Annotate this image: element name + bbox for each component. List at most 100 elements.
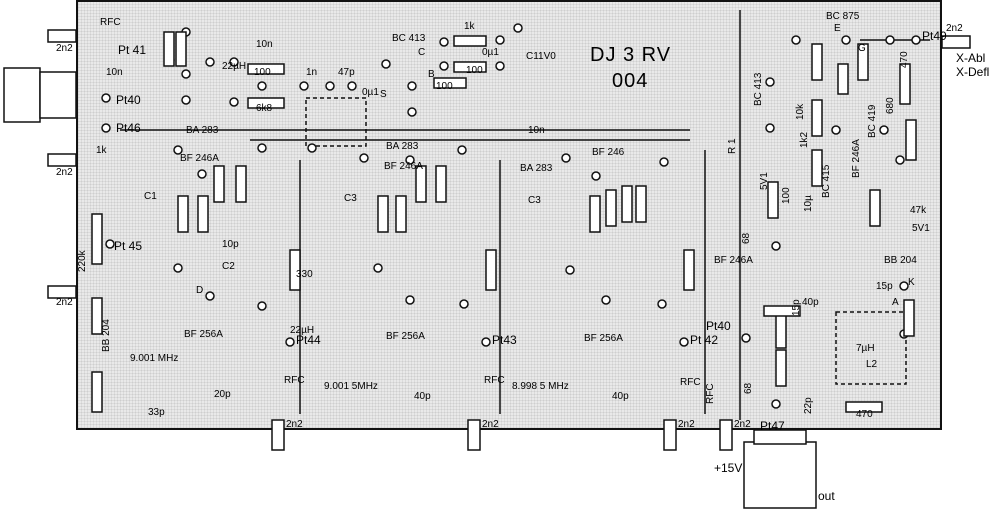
resistor-body [289,249,301,291]
solder-pad [831,125,841,135]
solder-pad [181,69,191,79]
resistor-body [621,185,633,223]
test-point-pt40-right: Pt40 [706,319,731,333]
pcb-board [76,0,942,430]
resistor-body [435,165,447,203]
component-label: BC 413 [753,72,764,106]
component-label: 100 [436,81,453,92]
x-abl-label: X-Abl [956,51,986,65]
test-point-pt45: Pt 45 [114,239,143,253]
component-label: L2 [866,359,878,370]
component-label: RFC [484,375,505,386]
solder-pad [895,155,905,165]
component-label: BC 413 [392,33,426,44]
component-label: BB 204 [884,255,917,266]
component-label: BC 415 [821,164,832,198]
resistor-body [91,213,103,265]
test-point-pt40: Pt40 [116,93,141,107]
component-label: 470 [899,51,910,68]
pin-label: B [428,69,435,80]
component-label: 47p [338,67,355,78]
resistor-body [635,185,647,223]
resistor-body [683,249,695,291]
solder-pad [565,265,575,275]
solder-pad [405,295,415,305]
component-label: 1k2 [799,131,810,148]
crystal-label: 9.001 5MHz [324,381,378,392]
solder-pad [359,153,369,163]
component-label: 0µ1 [482,47,499,58]
component-label: 22p [803,397,814,414]
solder-pad [257,301,267,311]
component-label: 1k [96,145,107,156]
component-label: 10p [222,239,239,250]
solder-pad [495,35,505,45]
solder-pad [285,337,295,347]
resistor-body [415,165,427,203]
component-label: 5V1 [912,223,930,234]
resistor-body [247,97,285,109]
solder-pad [495,61,505,71]
connector-label: 2n2 [286,419,303,430]
solder-pad [229,57,239,67]
component-label: 10n [256,39,273,50]
component-label: 100 [254,67,271,78]
pin-label: A [892,297,899,308]
test-point-pt41: Pt 41 [118,43,147,57]
solder-pad [325,81,335,91]
resistor-body [775,349,787,387]
solder-pad [257,143,267,153]
component-label: C1 [144,191,157,202]
component-label: BF 256A [184,329,223,340]
component-label: C3 [528,195,541,206]
component-label: BB 204 [101,319,112,352]
component-label: BF 246 [592,147,625,158]
solder-pad [771,399,781,409]
solder-pad [765,123,775,133]
solder-pad [841,35,851,45]
component-label: 10n [106,67,123,78]
board-number: 004 [612,70,649,92]
resistor-body [175,31,187,67]
component-label: 6k8 [256,103,273,114]
resistor-body [247,63,285,75]
solder-pad [765,77,775,87]
component-label: 1k [464,21,475,32]
resistor-body [91,371,103,413]
test-point-pt47: Pt47 [760,419,785,433]
pin-label: E [834,23,841,34]
solder-pad [771,241,781,251]
component-label: 10µ [803,195,814,212]
crystal-label: 8.998 5 MHz [512,381,569,392]
component-label: BF 246A [384,161,423,172]
component-label: 40p [802,297,819,308]
solder-pad [439,37,449,47]
component-label: 15p [876,281,893,292]
component-label: C11V0 [526,51,556,62]
solder-pad [229,97,239,107]
component-label: BC 875 [826,11,860,22]
connector-label: 2n2 [946,23,963,34]
solder-pad [205,57,215,67]
component-label: BA 283 [386,141,419,152]
resistor-body [767,181,779,219]
solder-pad [439,61,449,71]
crystal-label: 9.001 MHz [130,353,179,364]
connector-label: 2n2 [734,419,751,430]
solder-pad [181,95,191,105]
resistor-body [857,43,869,81]
solder-pad [457,145,467,155]
test-point-pt46: Pt46 [116,121,141,135]
component-label: 40p [414,391,431,402]
component-label: 680 [885,97,896,114]
resistor-body [763,305,801,317]
solder-pad [381,59,391,69]
solder-pad [659,157,669,167]
solder-pad [307,143,317,153]
solder-pad [657,299,667,309]
resistor-body [377,195,389,233]
component-label: 68 [741,232,752,244]
component-label: RFC [705,383,716,404]
resistor-body [177,195,189,233]
